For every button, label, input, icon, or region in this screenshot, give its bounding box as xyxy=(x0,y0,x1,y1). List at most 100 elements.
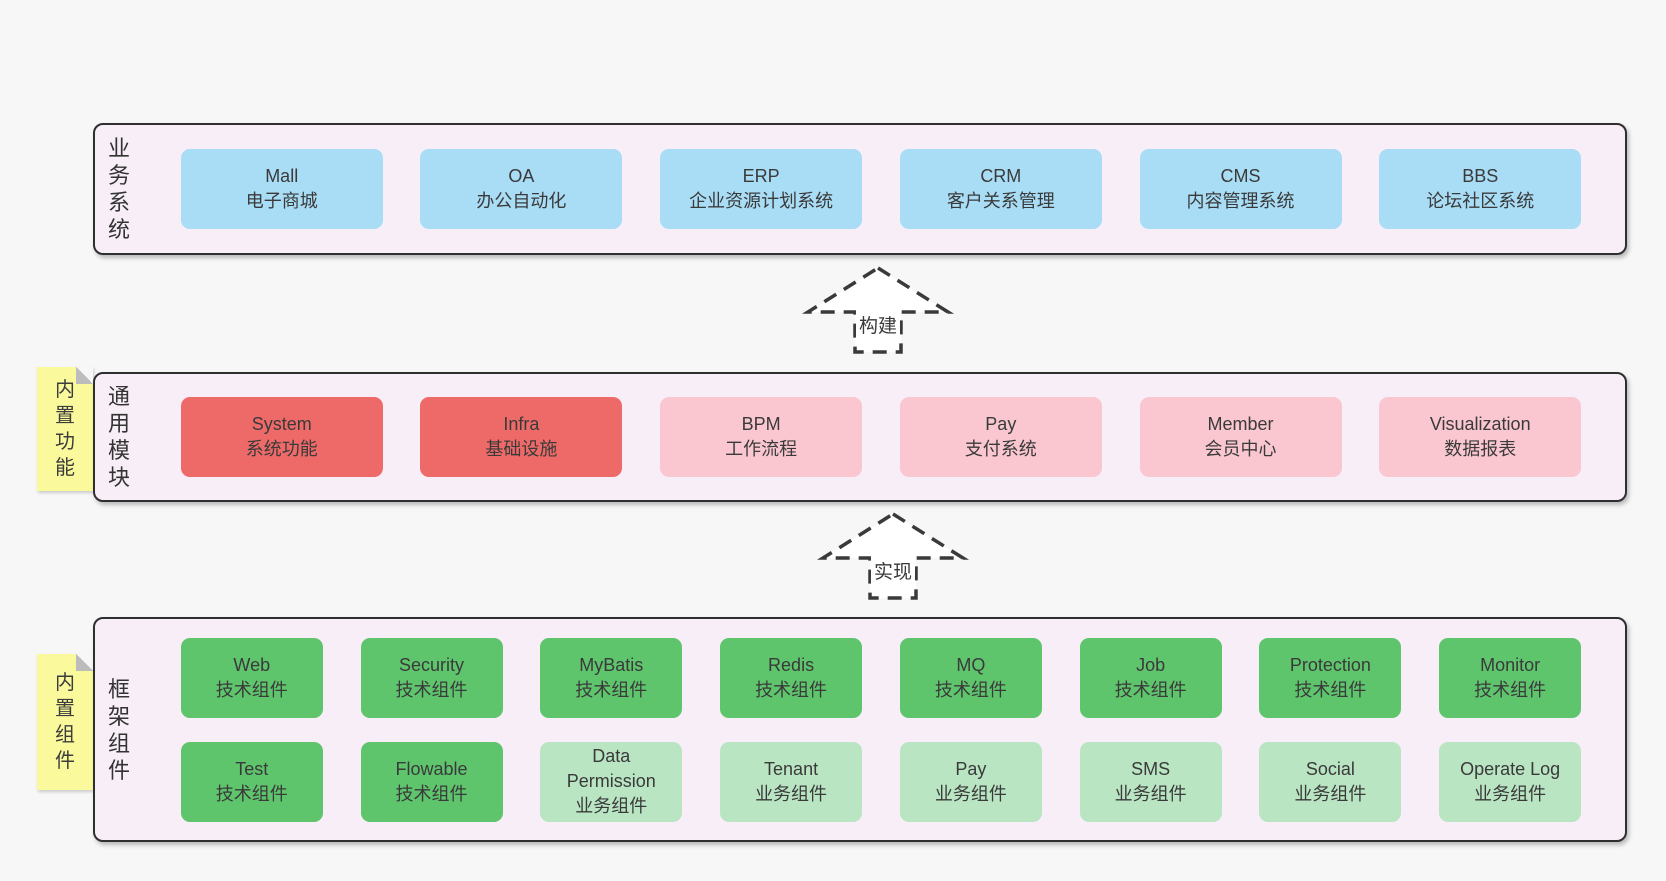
box-title: Infra xyxy=(503,414,540,434)
component-box-cms: CMS 内容管理系统 xyxy=(1139,149,1342,229)
box-subtitle: 业务组件 xyxy=(755,783,828,804)
box-title: Pay xyxy=(985,414,1017,434)
component-box-security: Security 技术组件 xyxy=(360,637,503,718)
box-title: Job xyxy=(1136,654,1166,675)
vertical-label-char: 件 xyxy=(107,757,130,783)
box-subtitle: 业务组件 xyxy=(934,783,1007,804)
component-box-pay: Pay 支付系统 xyxy=(899,397,1102,477)
arrow-implement-label: 实现 xyxy=(870,556,916,585)
box-title: MyBatis xyxy=(579,654,644,675)
box-subtitle: 支付系统 xyxy=(964,439,1037,459)
box-title: Data Permission xyxy=(566,746,656,791)
box-title: Social xyxy=(1305,758,1355,779)
box-subtitle: 办公自动化 xyxy=(476,191,567,211)
component-box-system: System 系统功能 xyxy=(180,397,383,477)
box-title: CRM xyxy=(980,166,1022,186)
box-subtitle: 技术组件 xyxy=(1114,679,1187,700)
box-title: ERP xyxy=(742,166,780,186)
box-subtitle: 业务组件 xyxy=(1474,783,1547,804)
vertical-label-char: 架 xyxy=(107,703,130,729)
box-title: Pay xyxy=(955,758,987,779)
component-box-erp: ERP 企业资源计划系统 xyxy=(660,149,863,229)
box-title: Mall xyxy=(265,166,299,186)
component-box-data-permission: Data Permission 业务组件 xyxy=(540,741,683,822)
arrow-implement: 实现 xyxy=(815,510,971,602)
component-box-member: Member 会员中心 xyxy=(1139,397,1342,477)
component-box-infra: Infra 基础设施 xyxy=(420,397,623,477)
component-box-tenant: Tenant 业务组件 xyxy=(720,741,863,822)
box-title: Flowable xyxy=(395,758,468,779)
box-subtitle: 业务组件 xyxy=(1114,783,1187,804)
box-subtitle: 技术组件 xyxy=(1294,679,1367,700)
box-title: SMS xyxy=(1131,758,1171,779)
box-subtitle: 业务组件 xyxy=(1294,783,1367,804)
box-subtitle: 技术组件 xyxy=(395,783,468,804)
tag-built-in-features: 内置功能 xyxy=(37,367,93,491)
box-subtitle: 内容管理系统 xyxy=(1186,191,1295,211)
box-title: Redis xyxy=(768,654,815,675)
vertical-label-char: 内 xyxy=(55,672,75,694)
section-label-framework-components: 框架组件 xyxy=(95,676,143,784)
box-subtitle: 技术组件 xyxy=(215,783,288,804)
box-subtitle: 基础设施 xyxy=(485,439,558,459)
vertical-label-char: 用 xyxy=(107,411,130,436)
tag-built-in-components: 内置组件 xyxy=(37,654,93,790)
box-title: System xyxy=(251,414,312,434)
box-title: MQ xyxy=(956,654,986,675)
box-subtitle: 业务组件 xyxy=(575,796,648,816)
box-title: Member xyxy=(1207,414,1274,434)
vertical-label-char: 块 xyxy=(107,465,130,490)
box-subtitle: 技术组件 xyxy=(575,679,648,700)
vertical-label-char: 内 xyxy=(55,379,75,401)
box-subtitle: 论坛社区系统 xyxy=(1426,191,1535,211)
component-box-bbs: BBS 论坛社区系统 xyxy=(1379,149,1582,229)
box-title: CMS xyxy=(1220,166,1261,186)
arrow-build: 构建 xyxy=(800,264,956,356)
box-title: BBS xyxy=(1462,166,1499,186)
vertical-label-char: 件 xyxy=(55,750,75,772)
box-title: Protection xyxy=(1289,654,1371,675)
box-title: Test xyxy=(235,758,269,779)
box-subtitle: 企业资源计划系统 xyxy=(689,191,834,211)
box-title: Security xyxy=(399,654,465,675)
box-subtitle: 技术组件 xyxy=(1474,679,1547,700)
box-subtitle: 工作流程 xyxy=(725,439,798,459)
component-box-sms: SMS 业务组件 xyxy=(1079,741,1222,822)
box-title: Monitor xyxy=(1480,654,1541,675)
component-box-mq: MQ 技术组件 xyxy=(899,637,1042,718)
vertical-label-char: 组 xyxy=(107,730,130,756)
box-subtitle: 技术组件 xyxy=(395,679,468,700)
vertical-label-char: 务 xyxy=(107,163,130,188)
folded-corner-icon xyxy=(76,367,93,384)
box-subtitle: 系统功能 xyxy=(245,439,318,459)
vertical-label-char: 置 xyxy=(55,405,75,427)
box-subtitle: 技术组件 xyxy=(934,679,1007,700)
box-subtitle: 会员中心 xyxy=(1204,439,1277,459)
component-box-mybatis: MyBatis 技术组件 xyxy=(540,637,683,718)
vertical-label-char: 通 xyxy=(107,384,130,409)
component-box-test: Test 技术组件 xyxy=(180,741,323,822)
component-box-oa: OA 办公自动化 xyxy=(420,149,623,229)
component-box-monitor: Monitor 技术组件 xyxy=(1439,637,1582,718)
component-box-job: Job 技术组件 xyxy=(1079,637,1222,718)
vertical-label-char: 框 xyxy=(107,676,130,702)
box-title: OA xyxy=(508,166,535,186)
section-label-business-systems: 业务系统 xyxy=(95,135,143,243)
component-box-pay: Pay 业务组件 xyxy=(899,741,1042,822)
vertical-label-char: 能 xyxy=(55,457,75,479)
box-title: Visualization xyxy=(1429,414,1531,434)
box-title: Tenant xyxy=(764,758,819,779)
